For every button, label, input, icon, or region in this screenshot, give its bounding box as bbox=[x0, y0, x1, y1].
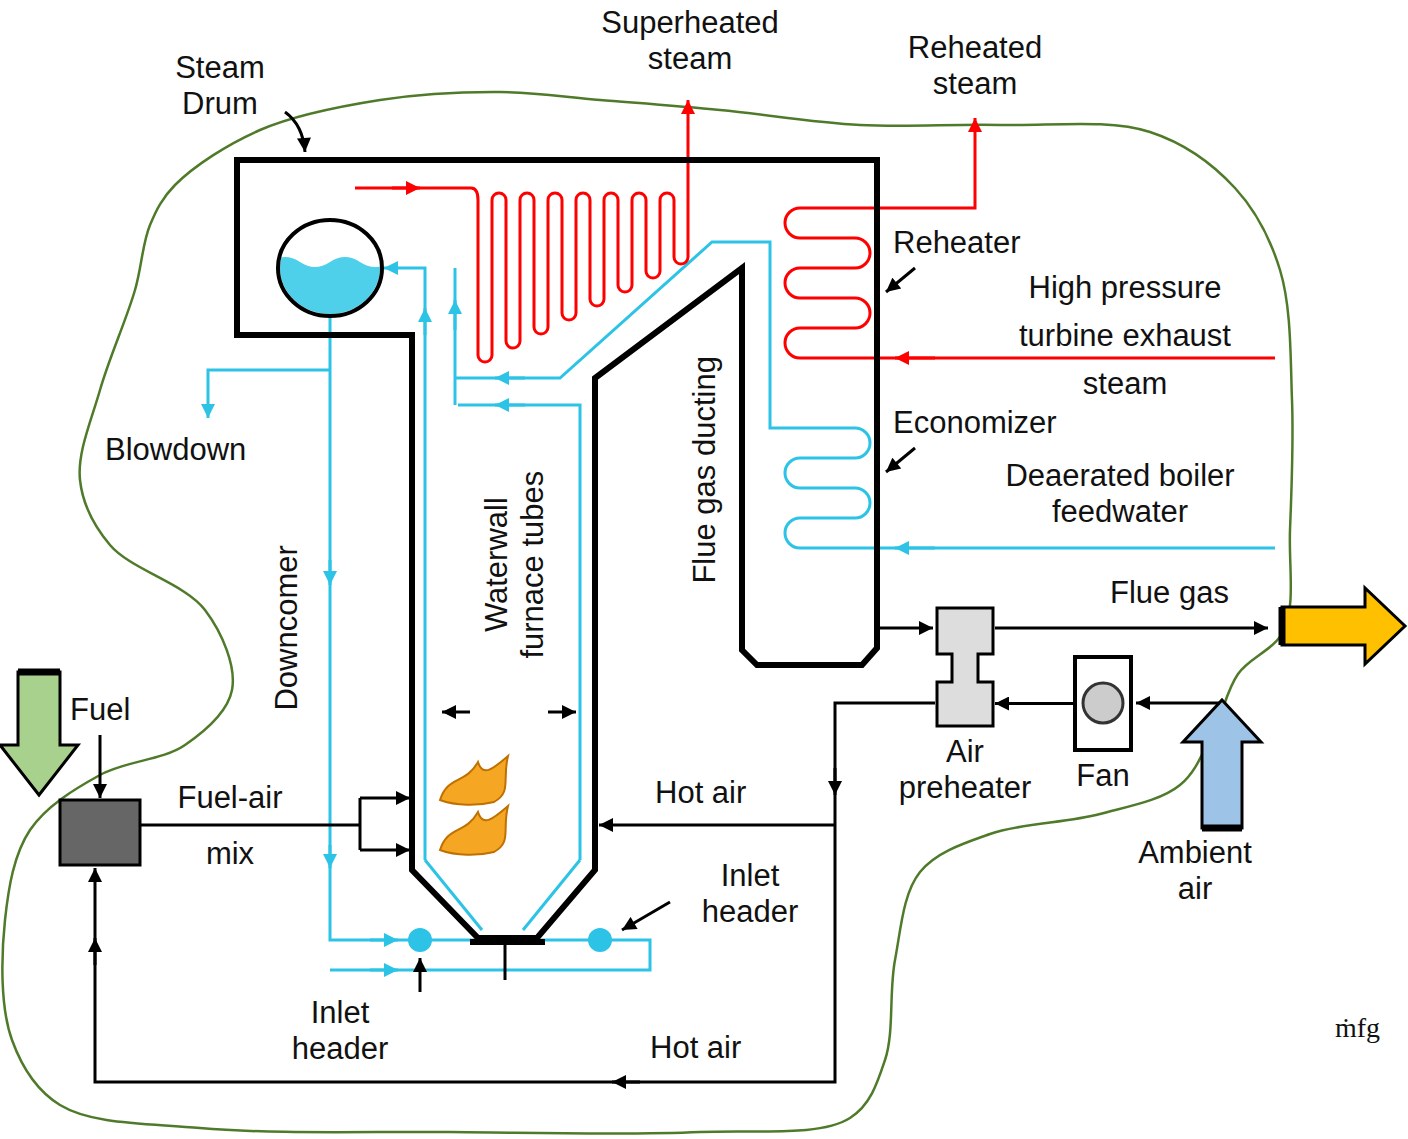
flow-label: Ambient air bbox=[1125, 835, 1265, 906]
part-label: Reheater bbox=[893, 225, 1021, 261]
flow-label: Fuel bbox=[70, 692, 130, 728]
system-boundary bbox=[2, 92, 1292, 1134]
flow-arrow bbox=[424, 308, 427, 335]
fan-unit-shape bbox=[1073, 655, 1133, 752]
flow-label: Flue gas bbox=[1110, 575, 1229, 611]
flue-gas-line bbox=[995, 627, 1268, 630]
flow-connector bbox=[995, 702, 1073, 705]
superheater-tubes bbox=[355, 100, 688, 362]
connector-layer bbox=[995, 703, 1073, 704]
symbol-label: ṁfg bbox=[1335, 1012, 1380, 1044]
leader-arrow bbox=[285, 112, 305, 152]
flow-arrow bbox=[94, 938, 97, 965]
flow-arrow bbox=[495, 404, 525, 407]
steam-drum bbox=[278, 220, 382, 316]
part-label: Downcomer bbox=[269, 528, 305, 728]
flow-arrow bbox=[454, 300, 457, 330]
part-label: Waterwall furnace tubes bbox=[479, 455, 550, 675]
component-label: Air preheater bbox=[890, 734, 1040, 805]
part-label: Inlet header bbox=[675, 858, 825, 929]
hot-air-duct bbox=[599, 824, 835, 827]
hot-air-duct bbox=[95, 703, 935, 1082]
burner-flame bbox=[440, 756, 508, 805]
flow-label: Fuel-air mix bbox=[160, 770, 300, 882]
leader-arrow bbox=[419, 958, 422, 992]
fuel-air-mixer bbox=[60, 800, 140, 865]
ash-outlet bbox=[470, 939, 545, 945]
flow-label: High pressure turbine exhaust steam bbox=[1000, 264, 1250, 408]
fan-rotor bbox=[1083, 683, 1123, 723]
fan-housing bbox=[1075, 657, 1131, 750]
part-label: Economizer bbox=[893, 405, 1057, 441]
inlet-header bbox=[588, 928, 612, 952]
flue-gas-line bbox=[877, 627, 933, 630]
riser-tube bbox=[384, 268, 425, 860]
part-label: Flue gas ducting bbox=[687, 345, 723, 595]
leader-arrow bbox=[886, 268, 915, 292]
leader-arrow bbox=[622, 902, 670, 930]
flow-label: Superheated steam bbox=[575, 5, 805, 76]
fuel-input-arrow bbox=[0, 672, 78, 795]
burner-flame bbox=[440, 806, 508, 855]
leader-arrow bbox=[548, 711, 576, 714]
leader-arrow bbox=[886, 448, 915, 472]
fan-unit: Fan bbox=[1073, 655, 1133, 752]
air-preheater-shape bbox=[935, 606, 995, 728]
part-label: Steam Drum bbox=[150, 50, 290, 121]
fuel-line bbox=[99, 735, 102, 798]
flow-arrow bbox=[329, 560, 332, 585]
flow-arrow bbox=[834, 768, 837, 795]
flow-arrow bbox=[329, 845, 332, 868]
part-label: Inlet header bbox=[265, 995, 415, 1066]
component-label: Fan bbox=[1063, 758, 1143, 794]
flow-arrow bbox=[370, 969, 398, 972]
arrow-tail-bar bbox=[1279, 607, 1286, 645]
flow-label: Hot air bbox=[655, 775, 746, 811]
flow-label: Reheated steam bbox=[880, 30, 1070, 101]
air-input-arrow bbox=[1183, 700, 1261, 828]
preheater-body bbox=[937, 608, 993, 726]
flow-arrow bbox=[370, 939, 398, 942]
flue-gas-output-arrow bbox=[1282, 588, 1405, 664]
boiler-casing bbox=[237, 160, 877, 938]
system-boundary bbox=[2, 92, 1292, 1134]
flow-label: Blowdown bbox=[105, 432, 246, 468]
air-preheater: Air preheater bbox=[935, 606, 995, 728]
burner-feed bbox=[360, 797, 410, 800]
inlet-header bbox=[408, 928, 432, 952]
ash-outlet bbox=[504, 945, 507, 980]
economizer-coil bbox=[455, 242, 1275, 548]
flow-arrow bbox=[612, 1081, 640, 1084]
flow-label: Deaerated boiler feedwater bbox=[1000, 458, 1240, 529]
arrow-tail-bar bbox=[18, 669, 60, 676]
arrow-tail-bar bbox=[1202, 825, 1242, 832]
blowdown-pipe bbox=[208, 370, 330, 418]
flow-label: Hot air bbox=[650, 1030, 741, 1066]
ambient-air-line bbox=[1136, 702, 1220, 705]
air-fuel-lines bbox=[95, 112, 1268, 1082]
flow-arrow bbox=[895, 547, 935, 550]
flow-arrow bbox=[392, 187, 420, 190]
flow-arrow bbox=[895, 357, 935, 360]
burner-feed bbox=[360, 849, 410, 852]
leader-arrow bbox=[442, 711, 470, 714]
riser-tube bbox=[454, 268, 457, 405]
